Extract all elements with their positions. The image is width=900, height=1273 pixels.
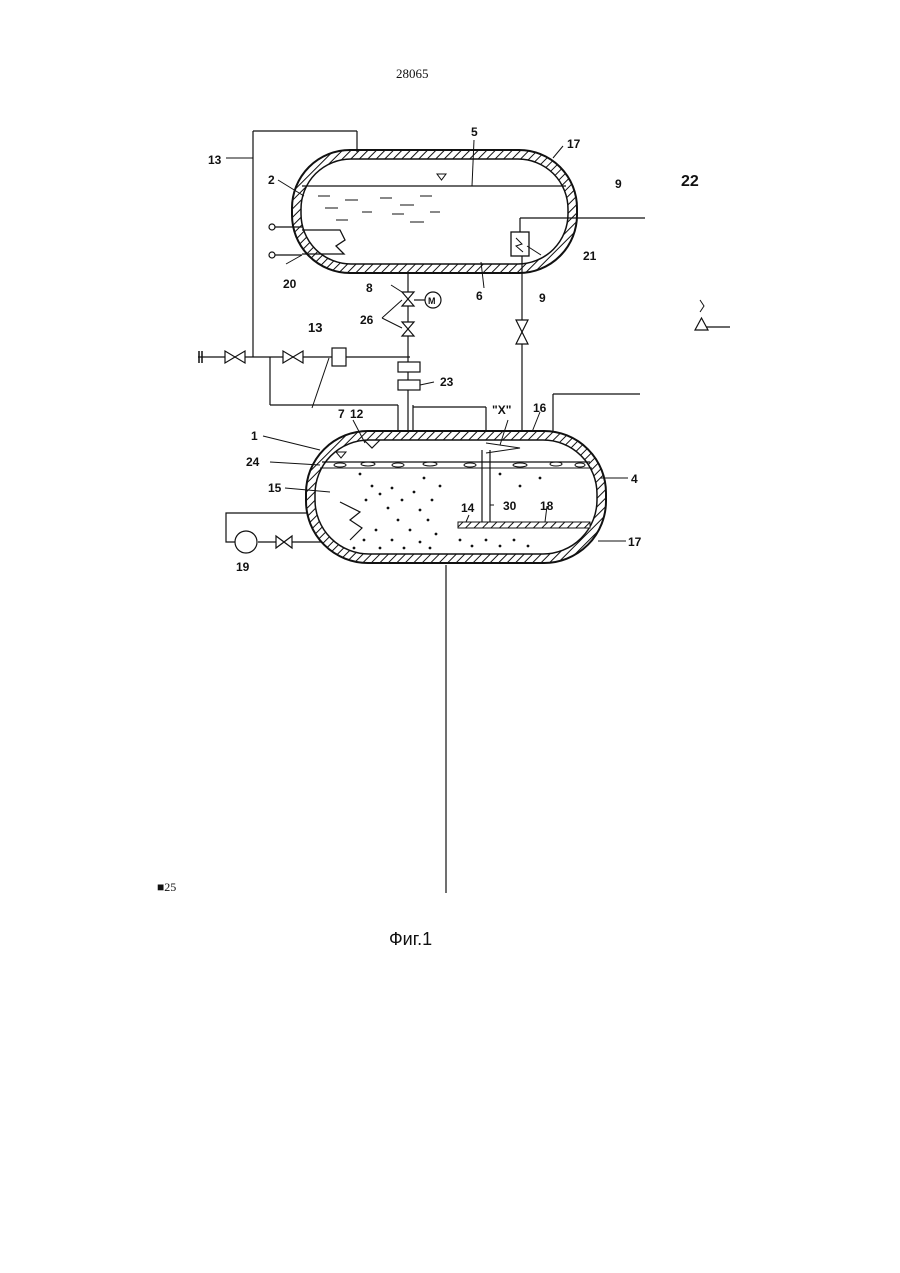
label-12: 12 bbox=[350, 407, 364, 421]
label-5: 5 bbox=[471, 125, 478, 139]
figure-caption: Фиг.1 bbox=[389, 929, 432, 950]
footnote-marker: ■25 bbox=[157, 880, 176, 895]
label-21: 21 bbox=[583, 249, 597, 263]
label-30: 30 bbox=[503, 499, 517, 513]
label-9a: 9 bbox=[615, 177, 622, 191]
label-19: 19 bbox=[236, 560, 250, 574]
label-23: 23 bbox=[440, 375, 454, 389]
label-17a: 17 bbox=[567, 137, 581, 151]
label-x: "X" bbox=[492, 403, 511, 417]
label-13a: 13 bbox=[208, 153, 222, 167]
lower-vessel bbox=[306, 431, 606, 563]
label-24: 24 bbox=[246, 455, 260, 469]
label-16: 16 bbox=[533, 401, 547, 415]
label-9b: 9 bbox=[539, 291, 546, 305]
label-20: 20 bbox=[283, 277, 297, 291]
label-22: 22 bbox=[681, 173, 699, 191]
label-8: 8 bbox=[366, 281, 373, 295]
label-1: 1 bbox=[251, 429, 258, 443]
label-7: 7 bbox=[338, 407, 345, 421]
label-15: 15 bbox=[268, 481, 282, 495]
label-14: 14 bbox=[461, 501, 475, 515]
label-18: 18 bbox=[540, 499, 554, 513]
label-17b: 17 bbox=[628, 535, 642, 549]
label-4: 4 bbox=[631, 472, 638, 486]
label-13b: 13 bbox=[308, 320, 322, 335]
label-2: 2 bbox=[268, 173, 275, 187]
label-26: 26 bbox=[360, 313, 374, 327]
label-6: 6 bbox=[476, 289, 483, 303]
motor-label: M bbox=[428, 296, 436, 306]
